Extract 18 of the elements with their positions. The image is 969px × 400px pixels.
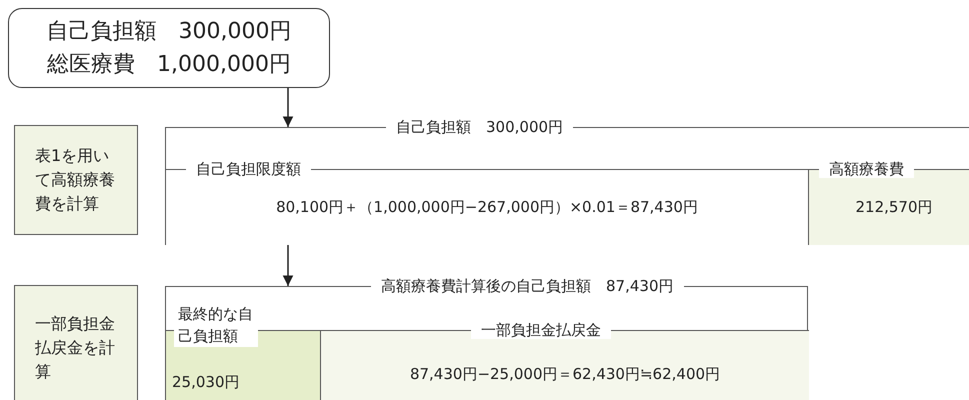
section-heading: 自己負担額 300,000円 <box>386 118 574 136</box>
summary-box <box>8 8 330 88</box>
amount-text: 80,100円＋（1,000,000円−267,000円）×0.01＝87,430円 <box>276 198 698 217</box>
section-heading: 自己負担限度額 <box>186 160 311 178</box>
step-label: 一部負担金払戻金を計算 <box>35 312 116 382</box>
summary-text: 総医療費 1,000,000円 <box>46 51 292 79</box>
arrow <box>282 88 294 127</box>
step-box <box>14 125 138 235</box>
section-heading: 一部負担金払戻金 <box>471 321 611 339</box>
section-heading: 高額療養費計算後の自己負担額 87,430円 <box>371 277 684 295</box>
step-label: 表1を用いて高額療養費を計算 <box>35 145 116 215</box>
arrow <box>282 245 294 286</box>
section-heading: 高額療養費 <box>819 160 914 178</box>
step-box <box>14 285 138 400</box>
amount-text: 87,430円−25,000円＝62,430円≒62,400円 <box>410 365 720 384</box>
amount-text: 25,030円 <box>172 373 240 392</box>
amount-text: 212,570円 <box>855 198 933 217</box>
summary-text: 自己負担額 300,000円 <box>46 18 292 46</box>
